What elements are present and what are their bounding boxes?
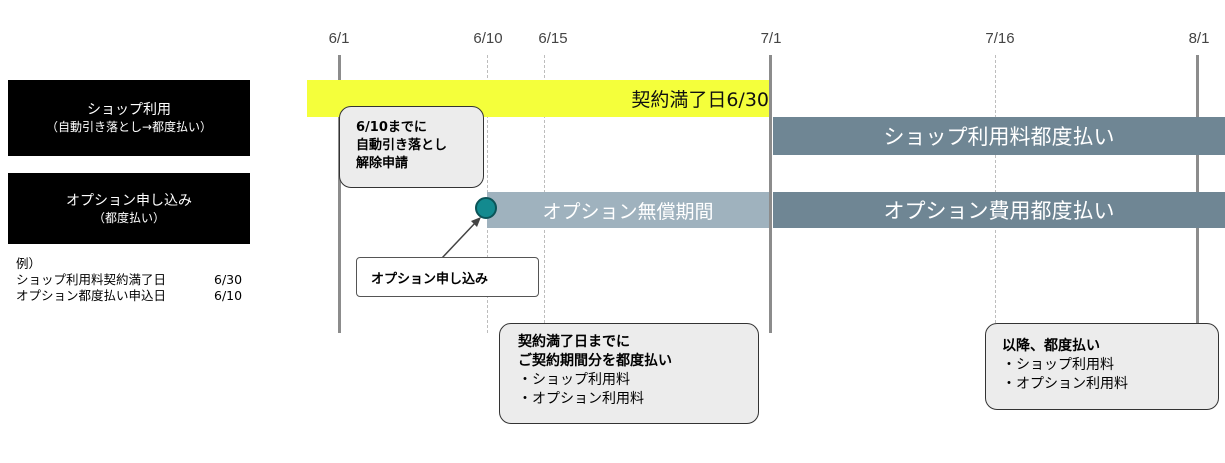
- callout-after-item-2: ・オプション利用料: [1002, 376, 1128, 392]
- row-label-shop-title: ショップ利用: [87, 102, 171, 118]
- callout-cancel-line-2: 自動引き落とし: [356, 138, 448, 153]
- row-label-shop: ショップ利用 （自動引き落とし→都度払い）: [8, 80, 250, 156]
- callout-option-apply: オプション申し込み: [356, 257, 539, 297]
- callout-until-end-item-1: ・ショップ利用料: [518, 372, 630, 388]
- callout-after-item-1: ・ショップ利用料: [1002, 357, 1114, 373]
- date-label-6-15: 6/15: [538, 30, 568, 47]
- example-row: ショップ利用料契約満了日 6/30: [16, 272, 242, 288]
- row-label-option: オプション申し込み （都度払い）: [8, 173, 250, 244]
- callout-after-bold: 以降、都度払い: [1002, 338, 1100, 354]
- example-block: 例） ショップ利用料契約満了日 6/30 オプション都度払い申込日 6/10: [16, 256, 242, 304]
- callout-option-apply-label: オプション申し込み: [371, 271, 489, 287]
- row-label-option-title: オプション申し込み: [66, 192, 192, 209]
- date-label-8-1: 8/1: [1188, 30, 1210, 47]
- date-label-7-16: 7/16: [985, 30, 1015, 47]
- date-label-7-1: 7/1: [760, 30, 782, 47]
- bar-shop-pay: ショップ利用料都度払い: [773, 117, 1225, 155]
- example-row-value: 6/30: [214, 272, 243, 287]
- arrow-icon: [441, 217, 481, 259]
- timeline-line-6-1: [338, 55, 341, 333]
- callout-after-contract: 以降、都度払い ・ショップ利用料 ・オプション利用料: [985, 323, 1219, 410]
- callout-cancel-request: 6/10までに 自動引き落とし 解除申請: [339, 106, 484, 188]
- option-apply-marker: [475, 197, 497, 219]
- bar-option-free: オプション無償期間: [487, 192, 769, 228]
- bar-shop-pay-label: ショップ利用料都度払い: [883, 125, 1115, 149]
- timeline-line-7-1: [769, 55, 772, 333]
- bar-option-free-label: オプション無償期間: [542, 200, 714, 223]
- example-row-label: ショップ利用料契約満了日: [16, 272, 167, 287]
- date-label-6-1: 6/1: [328, 30, 350, 47]
- example-row: オプション都度払い申込日 6/10: [16, 288, 242, 304]
- row-label-shop-subtitle: （自動引き落とし→都度払い）: [45, 120, 213, 134]
- callout-until-end-bold-1: 契約満了日までに: [518, 334, 630, 350]
- example-row-value: 6/10: [214, 288, 243, 303]
- example-row-label: オプション都度払い申込日: [16, 288, 167, 303]
- callout-cancel-line-1: 6/10までに: [356, 120, 427, 135]
- callout-until-end-bold-2: ご契約期間分を都度払い: [518, 353, 672, 369]
- bar-option-pay: オプション費用都度払い: [773, 192, 1225, 228]
- callout-until-contract-end: 契約満了日までに ご契約期間分を都度払い ・ショップ利用料 ・オプション利用料: [499, 323, 759, 424]
- callout-until-end-item-2: ・オプション利用料: [518, 391, 644, 407]
- callout-cancel-line-3: 解除申請: [356, 156, 409, 171]
- timeline-line-8-1: [1196, 55, 1199, 325]
- date-label-6-10: 6/10: [473, 30, 503, 47]
- example-heading: 例）: [16, 256, 42, 271]
- row-label-option-subtitle: （都度払い）: [92, 210, 165, 225]
- bar-option-pay-label: オプション費用都度払い: [883, 199, 1115, 223]
- bar-contract-end-label: 契約満了日6/30: [631, 89, 769, 111]
